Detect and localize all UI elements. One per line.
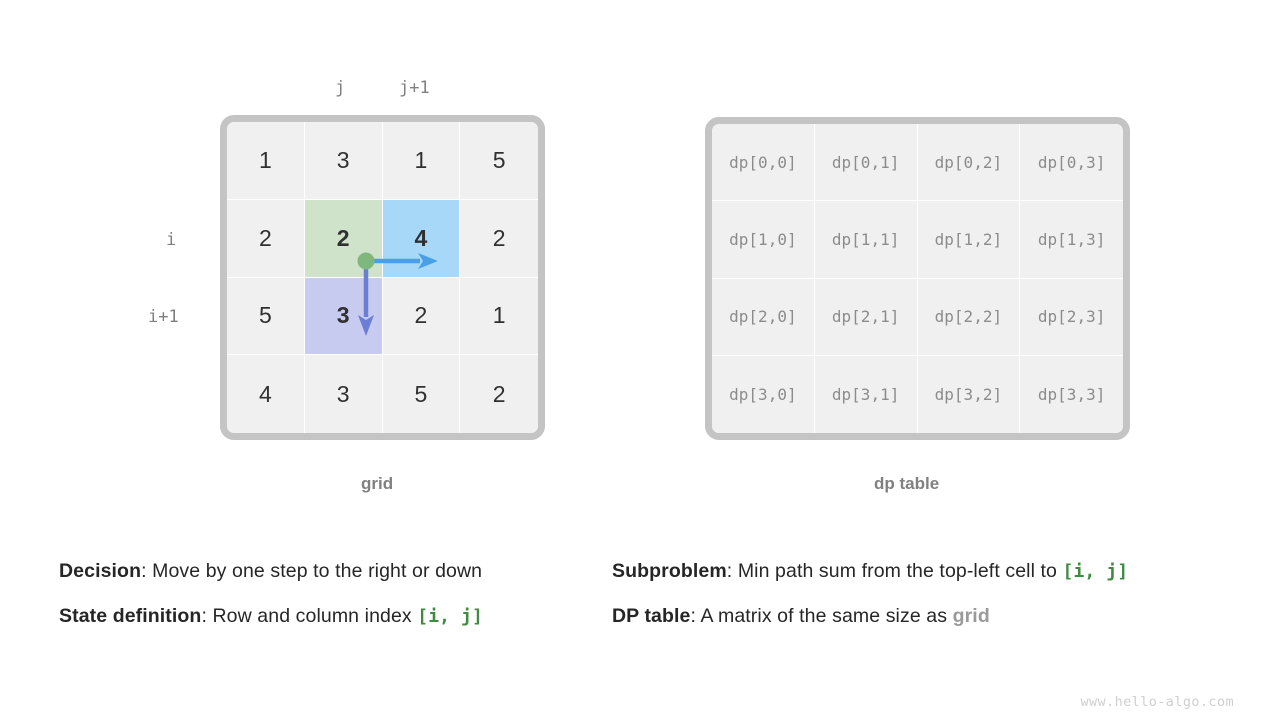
dp-cell: dp[0,3] (1020, 124, 1123, 202)
note-state-text: Row and column index (212, 605, 418, 627)
note-subproblem: Subproblem: Min path sum from the top-le… (612, 560, 1128, 583)
grid-cell: 1 (382, 122, 461, 200)
note-subproblem-label: Subproblem (612, 560, 727, 582)
dp-cell: dp[3,2] (917, 355, 1021, 433)
dp-cell: dp[0,1] (814, 124, 918, 202)
row-label-i: i (166, 230, 177, 250)
grid-cell: 1 (460, 277, 538, 356)
row-label-i-plus-1: i+1 (148, 307, 179, 327)
note-state-separator: : (201, 605, 213, 627)
dp-cell: dp[2,1] (814, 278, 918, 356)
grid-cell-current: 2 (304, 199, 383, 278)
grid-cell: 2 (460, 199, 538, 278)
dp-cell: dp[3,0] (712, 355, 815, 433)
note-decision: Decision: Move by one step to the right … (59, 560, 482, 583)
note-decision-text: Move by one step to the right or down (152, 560, 483, 582)
note-state-label: State definition (59, 605, 202, 627)
grid-cell: 5 (382, 355, 461, 433)
grid-cell: 4 (227, 355, 305, 433)
note-dp-table-code: grid (952, 605, 990, 627)
note-subproblem-text: Min path sum from the top-left cell to (737, 560, 1063, 582)
column-label-j-plus-1: j+1 (399, 78, 430, 98)
grid-cell: 5 (460, 122, 538, 200)
dp-cell: dp[0,2] (917, 124, 1021, 202)
dp-cell: dp[1,1] (814, 201, 918, 279)
watermark: www.hello-algo.com (1080, 694, 1234, 710)
grid-cell: 2 (227, 199, 305, 278)
grid-cell: 2 (460, 355, 538, 433)
dp-cell: dp[3,3] (1020, 355, 1123, 433)
grid-matrix: 1 3 1 5 2 2 4 2 5 3 2 1 4 3 5 2 (220, 115, 545, 440)
dp-cell: dp[2,2] (917, 278, 1021, 356)
dp-table-matrix: dp[0,0] dp[0,1] dp[0,2] dp[0,3] dp[1,0] … (705, 117, 1130, 440)
dp-cell: dp[2,3] (1020, 278, 1123, 356)
dp-cell: dp[3,1] (814, 355, 918, 433)
note-dp-table-text: A matrix of the same size as (700, 605, 953, 627)
note-subproblem-code: [i, j] (1062, 561, 1129, 582)
note-dp-table-label: DP table (612, 605, 691, 627)
grid-cell-right-target: 4 (382, 199, 461, 278)
note-state-code: [i, j] (417, 606, 483, 627)
note-decision-separator: : (141, 560, 153, 582)
note-dp-table: DP table: A matrix of the same size as g… (612, 605, 990, 628)
note-subproblem-separator: : (726, 560, 738, 582)
note-state-definition: State definition: Row and column index [… (59, 605, 483, 628)
grid-cell: 3 (304, 122, 383, 200)
dp-table-caption: dp table (874, 474, 940, 493)
note-dp-table-separator: : (690, 605, 701, 627)
dp-cell: dp[0,0] (712, 124, 815, 202)
dp-cell: dp[1,0] (712, 201, 815, 279)
note-decision-label: Decision (59, 560, 142, 582)
column-label-j: j (335, 78, 346, 98)
dp-cell: dp[1,3] (1020, 201, 1123, 279)
grid-caption: grid (361, 474, 394, 493)
grid-cell-down-target: 3 (304, 277, 383, 356)
grid-cell: 3 (304, 355, 383, 433)
dp-cell: dp[2,0] (712, 278, 815, 356)
dp-cell: dp[1,2] (917, 201, 1021, 279)
grid-cell: 2 (382, 277, 461, 356)
grid-cell: 1 (227, 122, 305, 200)
grid-cell: 5 (227, 277, 305, 356)
